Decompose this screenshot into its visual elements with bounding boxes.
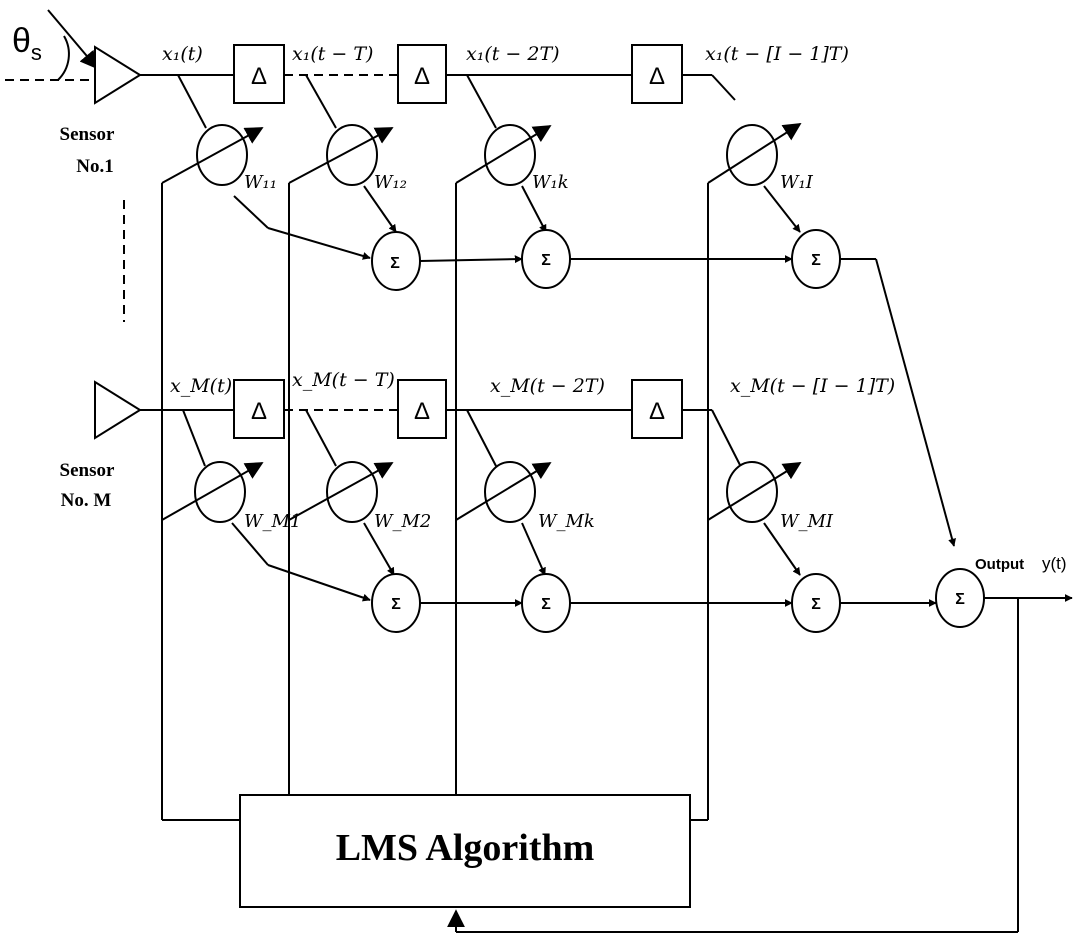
tap-label-row1-3: x₁(t − 2T) — [466, 43, 560, 65]
row-m-weights: W_M1 W_M2 W_Mk W_MI — [161, 409, 834, 602]
feedback-path — [447, 598, 1019, 933]
sensor-m-label-line1: Sensor — [60, 460, 115, 481]
sum-symbol: Σ — [541, 596, 551, 613]
weight-label-row1-1: W₁₁ — [244, 172, 277, 193]
weight-row1-k — [484, 124, 536, 186]
delay-symbol: Δ — [414, 63, 430, 90]
delay-symbol: Δ — [414, 398, 430, 425]
weight-rowM-1 — [194, 461, 246, 523]
sum-symbol: Σ — [955, 591, 965, 608]
angle-arc — [57, 35, 70, 81]
sum-symbol: Σ — [390, 255, 400, 272]
delay-block-row1-2 — [397, 44, 447, 104]
delay-block-row1-1 — [233, 44, 285, 104]
weight-row1-1 — [196, 124, 248, 186]
incident-wave-arrow — [47, 9, 99, 70]
tap-label-rowM-3: x_M(t − 2T) — [490, 375, 605, 397]
weight-control-buses — [161, 183, 709, 821]
delay-symbol: Δ — [649, 63, 665, 90]
sensor-m-icon — [94, 380, 142, 440]
row-1-weights: W₁₁ W₁₂ W₁k W₁I — [161, 74, 814, 260]
delay-block-rowM-1 — [233, 379, 285, 439]
row-1-summers: Σ Σ Σ — [371, 229, 956, 547]
sensor-1-icon — [94, 45, 142, 105]
sum-symbol: Σ — [391, 596, 401, 613]
sum-symbol: Σ — [811, 596, 821, 613]
delay-block-rowM-2 — [397, 379, 447, 439]
row-1-tapped-delay-line: Δ Δ Δ x₁(t) x₁(t − T) x₁(t − 2T) x₁(t − … — [140, 43, 849, 104]
sensor-m-label-line2: No. M — [61, 490, 112, 511]
weight-rowM-2 — [326, 461, 378, 523]
delay-block-rowM-3 — [631, 379, 683, 439]
tap-label-rowM-2: x_M(t − T) — [292, 369, 395, 391]
output-signal-label: y(t) — [1042, 554, 1067, 573]
delay-symbol: Δ — [251, 398, 267, 425]
delay-block-row1-3 — [631, 44, 683, 104]
tap-label-row1-2: x₁(t − T) — [292, 43, 373, 65]
tap-label-rowM-1: x_M(t) — [170, 375, 232, 397]
sensor-1-label-line2: No.1 — [76, 156, 113, 177]
output-summer: Σ Output y(t) — [935, 554, 1073, 628]
weight-label-row1-2: W₁₂ — [374, 172, 407, 193]
sensor-m: Sensor No. M — [60, 380, 142, 511]
incident-wave: θs — [5, 9, 99, 81]
weight-label-row1-k: W₁k — [532, 172, 569, 193]
weight-label-rowM-k: W_Mk — [538, 511, 595, 532]
lms-block: LMS Algorithm — [239, 794, 691, 908]
weight-label-rowM-I: W_MI — [780, 511, 834, 532]
output-label: Output — [975, 556, 1024, 573]
weight-row1-2 — [326, 124, 378, 186]
sum-symbol: Σ — [811, 252, 821, 269]
delay-symbol: Δ — [251, 63, 267, 90]
tap-label-row1-4: x₁(t − [I − 1]T) — [705, 43, 849, 65]
tap-label-row1-1: x₁(t) — [162, 43, 203, 65]
lms-algorithm-box — [239, 794, 691, 908]
weight-rowM-k — [484, 461, 536, 523]
source-angle-label: θs — [12, 22, 42, 65]
tap-label-rowM-4: x_M(t − [I − 1]T) — [730, 375, 895, 397]
sensor-1: Sensor No.1 — [60, 45, 142, 177]
delay-symbol: Δ — [649, 398, 665, 425]
sensor-1-label-line1: Sensor — [60, 124, 115, 145]
weight-label-rowM-2: W_M2 — [374, 511, 431, 532]
lms-algorithm-label: LMS Algorithm — [336, 827, 595, 869]
row-m-tapped-delay-line: Δ Δ Δ x_M(t) x_M(t − T) x_M(t − 2T) x_M(… — [140, 369, 895, 466]
weight-label-row1-I: W₁I — [780, 172, 814, 193]
weight-label-rowM-1: W_M1 — [244, 511, 301, 532]
sum-symbol: Σ — [541, 252, 551, 269]
row-m-summers: Σ Σ Σ — [371, 573, 937, 633]
